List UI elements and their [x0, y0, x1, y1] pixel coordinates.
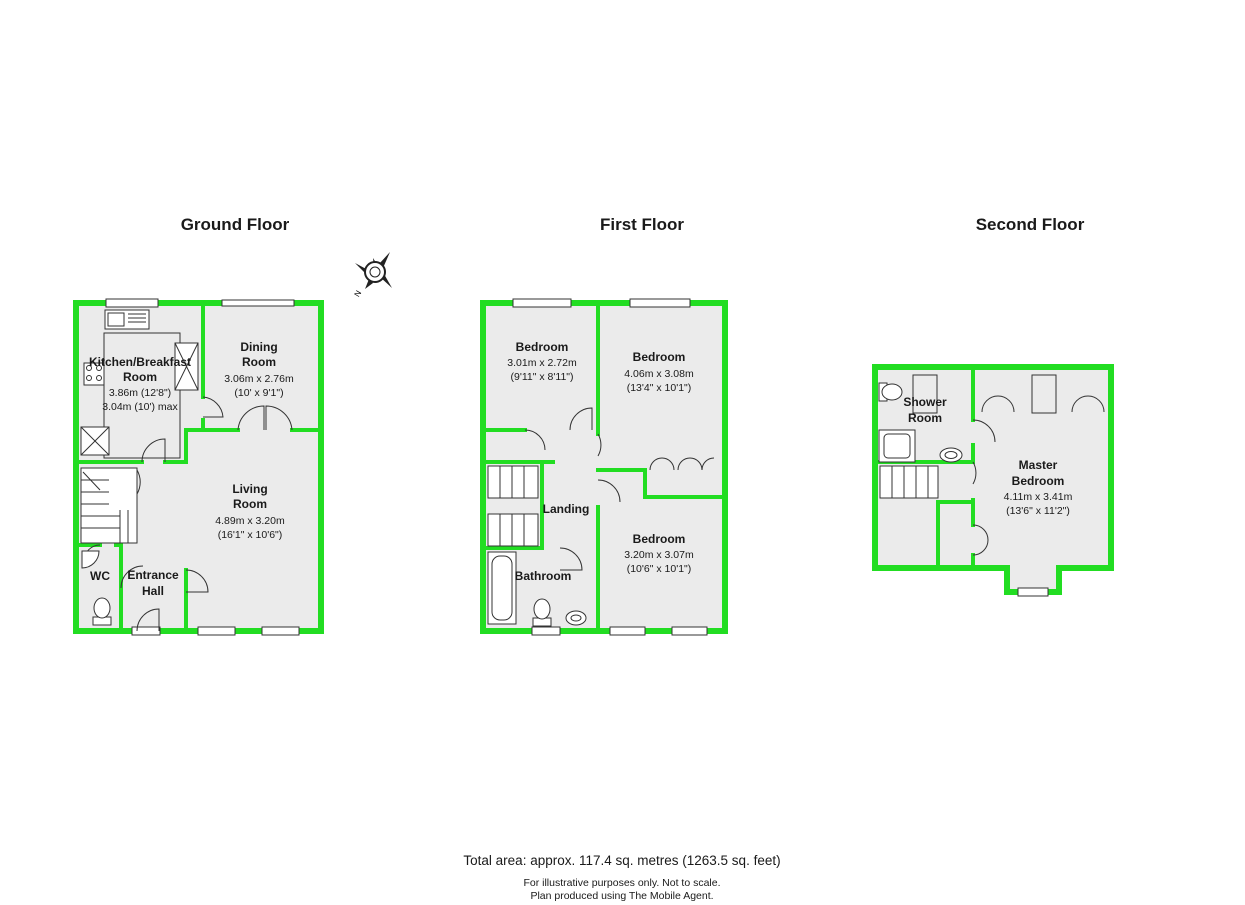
- bedroom3-name: Bedroom: [633, 532, 686, 546]
- bedroom1-dimensions: 3.01m x 2.72m: [507, 357, 577, 369]
- dining-dimensions: 3.06m x 2.76m: [224, 373, 294, 385]
- ground-doors: [83, 396, 293, 632]
- bedroom2-dimensions: 4.06m x 3.08m: [624, 368, 694, 380]
- kitchen-name-line2: Room: [123, 370, 157, 384]
- kitchen-sink-icon: [104, 309, 150, 330]
- first-floor-plan: [480, 298, 728, 636]
- shower-name-line2: Room: [908, 411, 942, 425]
- ground-floor-plan: [73, 298, 324, 636]
- ground-windows: [105, 298, 300, 636]
- master-name: Master: [1019, 458, 1058, 472]
- ground-stairs-icon: [80, 467, 138, 544]
- disclaimer: For illustrative purposes only. Not to s…: [523, 877, 721, 889]
- appliance-icon: [174, 342, 199, 391]
- compass-north-label: N: [353, 289, 364, 299]
- bathroom-name: Bathroom: [515, 569, 572, 583]
- wardrobe-icon: [649, 457, 715, 471]
- landing-name: Landing: [543, 502, 590, 516]
- first-floor-title: First Floor: [599, 215, 685, 234]
- bedroom2-name: Bedroom: [633, 350, 686, 364]
- hall-name: Entrance: [127, 568, 179, 582]
- master-dimensions-imperial: (13'6" x 11'2"): [1006, 505, 1070, 517]
- basin-icon: [939, 447, 963, 463]
- second-stairs-icon: [879, 465, 939, 499]
- basin-icon: [565, 610, 587, 626]
- bathtub-icon: [487, 551, 517, 625]
- bedroom3-dimensions-imperial: (10'6" x 10'1"): [627, 563, 692, 575]
- hall-name-line2: Hall: [142, 584, 164, 598]
- master-name-line2: Bedroom: [1012, 474, 1065, 488]
- producer-note: Plan produced using The Mobile Agent.: [530, 890, 714, 902]
- ground-floor-title: Ground Floor: [180, 215, 290, 234]
- basin-icon: [81, 550, 100, 569]
- dining-name-line2: Room: [242, 355, 276, 369]
- room-labels: Kitchen/Breakfast Room 3.86m (12'8") 3.0…: [89, 340, 1073, 598]
- living-name-line2: Room: [233, 497, 267, 511]
- kitchen-dimensions-max: 3.04m (10') max: [102, 401, 178, 413]
- toilet-icon: [532, 598, 552, 627]
- second-floor-plan: [872, 364, 1114, 597]
- kitchen-name: Kitchen/Breakfast: [89, 355, 191, 369]
- second-floor-title: Second Floor: [975, 215, 1085, 234]
- kitchen-dimensions: 3.86m (12'8"): [109, 387, 171, 399]
- bedroom1-name: Bedroom: [516, 340, 569, 354]
- living-dimensions-imperial: (16'1" x 10'6"): [218, 529, 283, 541]
- bedroom1-dimensions-imperial: (9'11" x 8'11"): [510, 371, 573, 383]
- first-stairs-icon: [487, 465, 539, 547]
- shower-name: Shower: [903, 395, 947, 409]
- master-dimensions: 4.11m x 3.41m: [1004, 491, 1073, 503]
- living-dimensions: 4.89m x 3.20m: [215, 515, 285, 527]
- shower-tray-icon: [878, 429, 916, 463]
- toilet-icon: [878, 382, 903, 402]
- living-name: Living: [232, 482, 267, 496]
- dining-name: Dining: [240, 340, 277, 354]
- cupboard-icon: [80, 426, 110, 456]
- bedroom2-dimensions-imperial: (13'4" x 10'1"): [627, 382, 692, 394]
- compass-icon: N: [353, 252, 392, 299]
- bedroom3-dimensions: 3.20m x 3.07m: [624, 549, 694, 561]
- total-area: Total area: approx. 117.4 sq. metres (12…: [463, 853, 781, 868]
- hob-icon: [83, 362, 105, 386]
- dining-dimensions-imperial: (10' x 9'1"): [234, 387, 283, 399]
- wc-name: WC: [90, 569, 110, 583]
- toilet-icon: [92, 597, 112, 626]
